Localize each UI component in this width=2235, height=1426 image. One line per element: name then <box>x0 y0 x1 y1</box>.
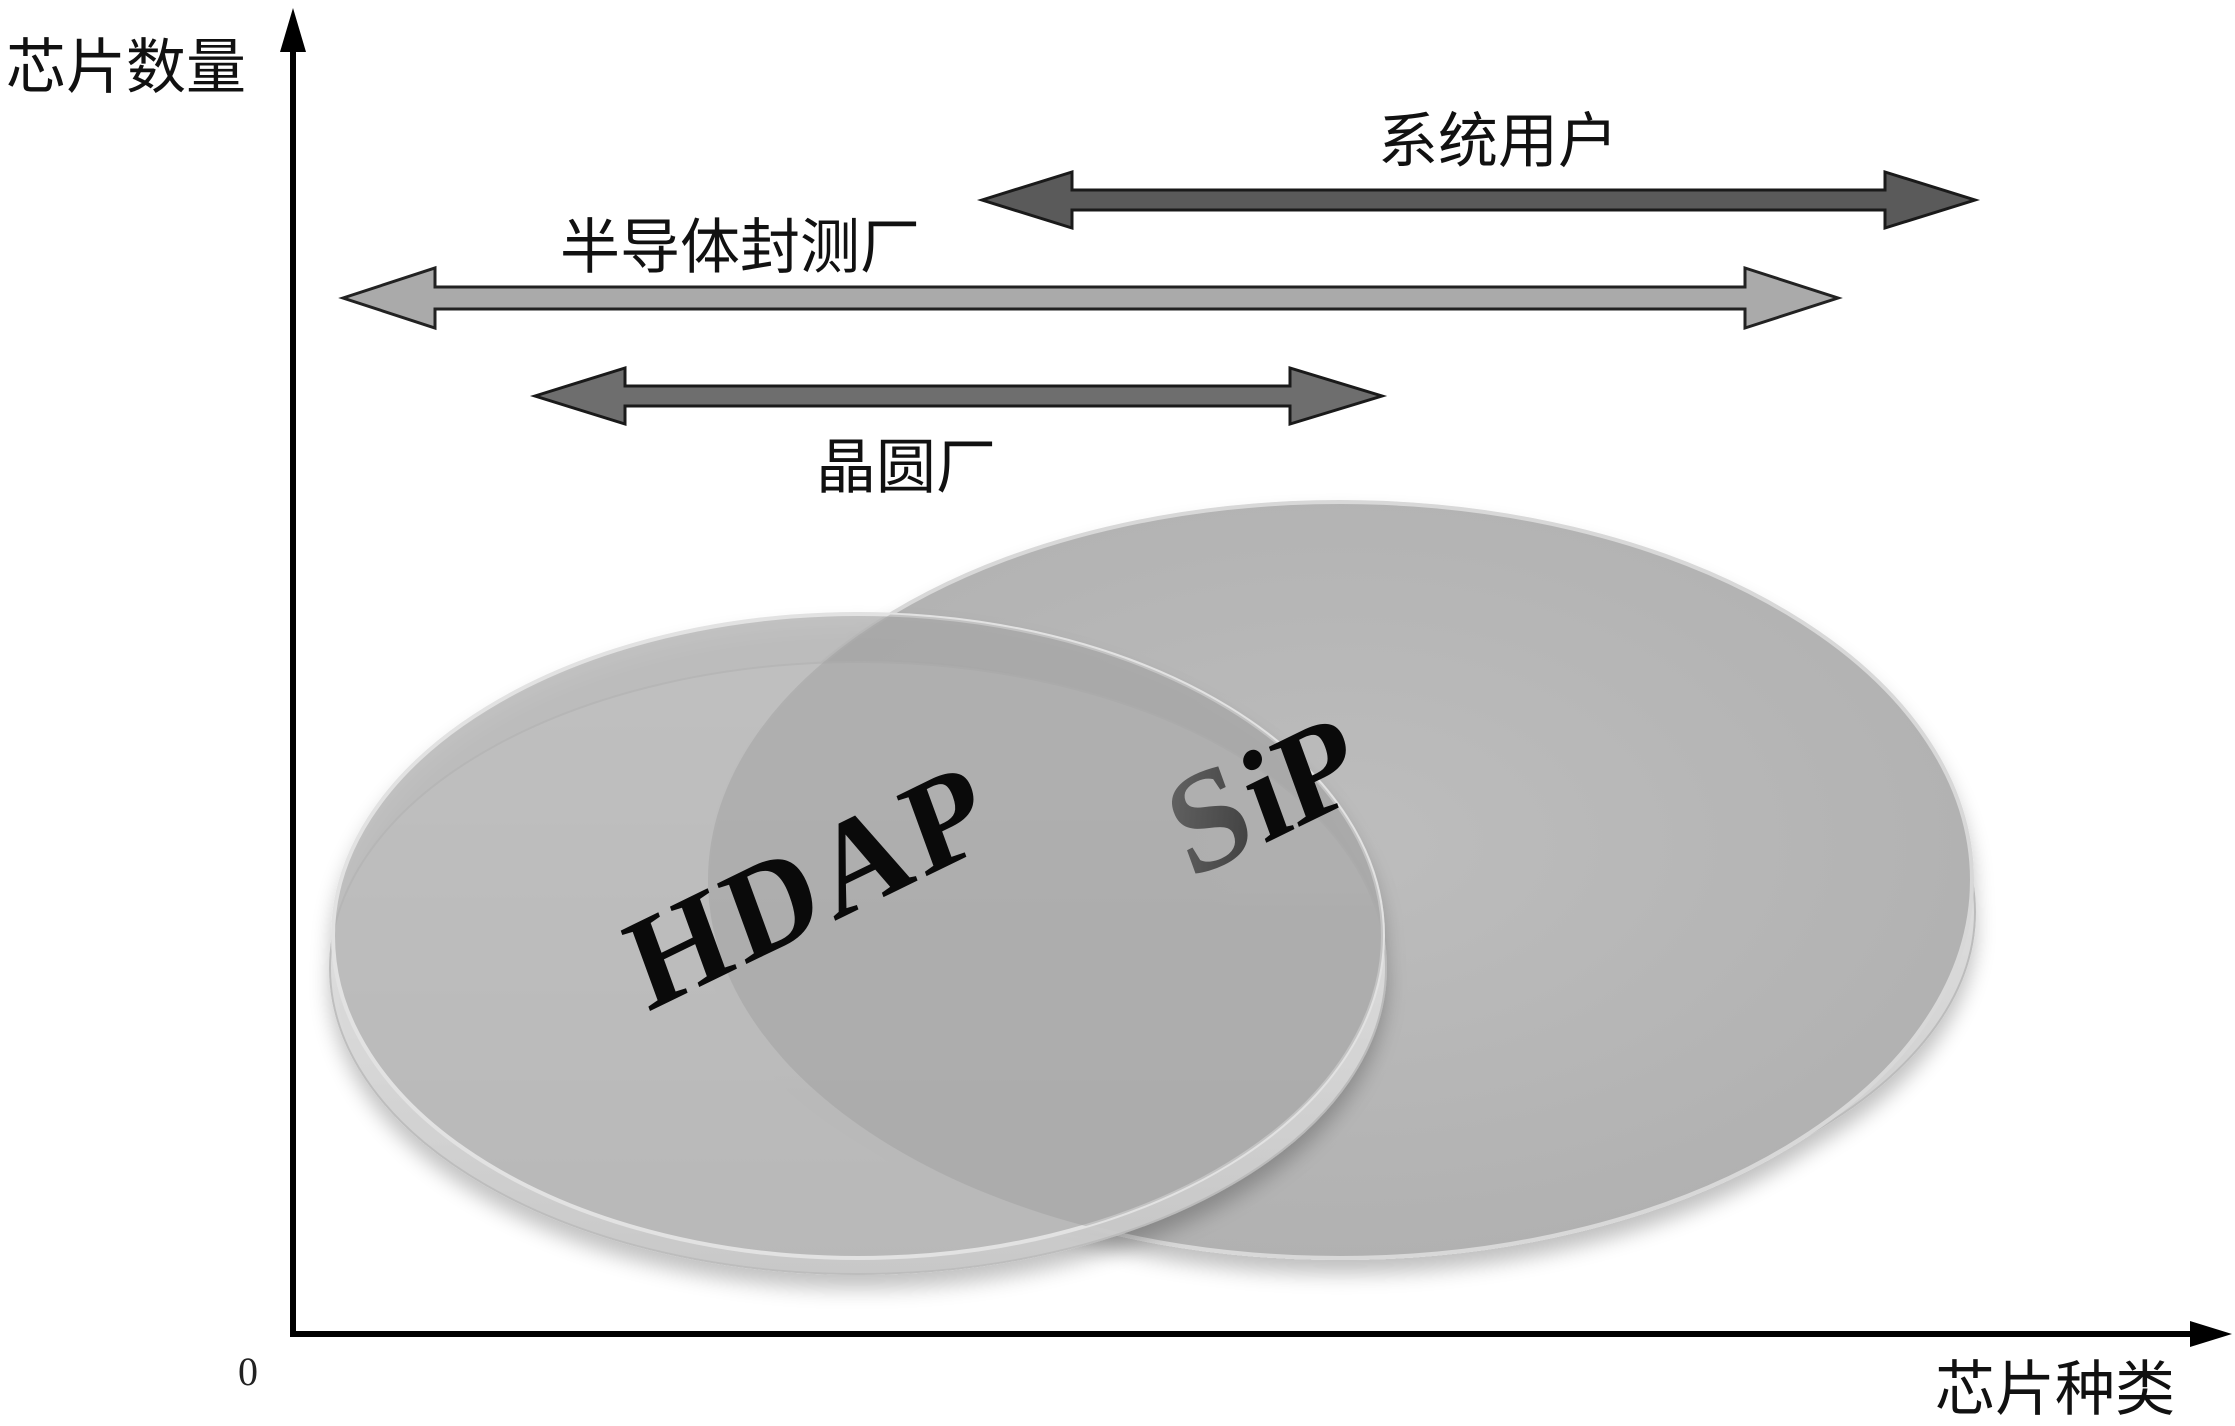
disk-hdap <box>329 612 1387 1275</box>
disk-overlap-region <box>708 614 1383 1258</box>
y-axis-arrowhead <box>280 8 306 52</box>
arrow-foundry-label: 晶圆厂 <box>816 433 996 503</box>
x-axis-arrowhead <box>2190 1321 2232 1347</box>
arrow-foundry-shape <box>529 365 1388 427</box>
arrow-system-users-shape <box>976 169 1981 231</box>
arrow-osat-label: 半导体封测厂 <box>560 213 920 283</box>
arrow-osat: 半导体封测厂 <box>338 213 1843 331</box>
origin-label: 0 <box>238 1349 258 1394</box>
arrow-foundry: 晶圆厂 <box>529 365 1388 503</box>
arrow-osat-shape <box>338 265 1843 331</box>
x-axis-label: 芯片种类 <box>1935 1355 2175 1425</box>
x-axis <box>290 1321 2232 1347</box>
y-axis <box>280 8 306 1334</box>
y-axis-label: 芯片数量 <box>6 33 246 103</box>
arrow-system-users: 系统用户 <box>976 107 1981 231</box>
arrow-system-users-label: 系统用户 <box>1378 107 1618 177</box>
disk-hdap-top <box>331 612 1385 1260</box>
